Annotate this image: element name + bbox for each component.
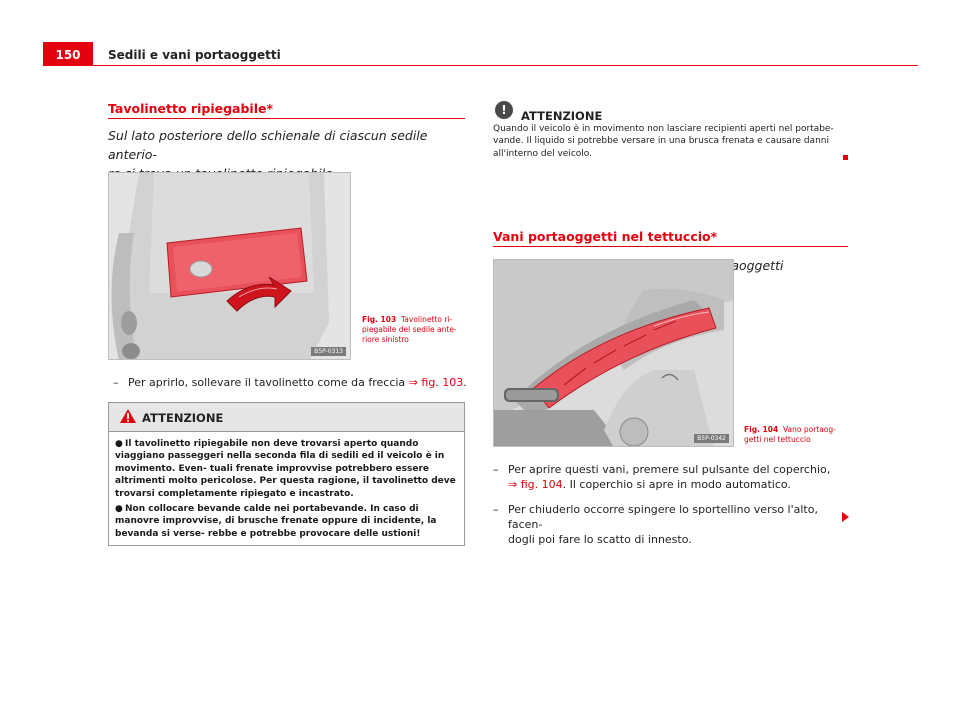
figure-roof-storage: B5P-0342 <box>493 259 734 447</box>
warning-box: ATTENZIONE ●Il tavolinetto ripiegabile n… <box>108 402 465 546</box>
attention-title: ATTENZIONE <box>521 109 603 123</box>
continue-arrow-icon <box>842 512 849 522</box>
section-rule-right <box>493 246 848 247</box>
end-square-icon <box>843 155 848 160</box>
step-open-table: – Per aprirlo, sollevare il tavolinetto … <box>113 376 467 389</box>
figure-link-103[interactable]: ⇒ fig. 103 <box>408 376 464 389</box>
attention-body: Quando il veicolo è in movimento non las… <box>493 124 834 159</box>
step-open-compartment: – Per aprire questi vani, premere sul pu… <box>493 463 831 491</box>
page-number: 150 <box>43 42 93 66</box>
section-rule-left <box>108 118 465 119</box>
figure-link-104[interactable]: ⇒ fig. 104 <box>508 478 563 491</box>
warning-header: ATTENZIONE <box>109 403 464 432</box>
figure-code: B5P-0313 <box>311 347 346 356</box>
section-title-folding-table: Tavolinetto ripiegabile* <box>108 101 273 116</box>
step-close-compartment: – Per chiuderlo occorre spingere lo spor… <box>493 503 818 546</box>
warning-item: ●Il tavolinetto ripiegabile non deve tro… <box>115 439 456 499</box>
section-title-roof-storage: Vani portaoggetti nel tettuccio* <box>493 229 718 244</box>
folding-table-illustration <box>109 173 350 359</box>
roof-storage-illustration <box>494 260 733 446</box>
warning-item: ●Non collocare bevande calde nei portabe… <box>115 504 437 539</box>
chapter-title: Sedili e vani portaoggetti <box>108 48 281 62</box>
figure-code: B5P-0342 <box>694 434 729 443</box>
warning-body: ●Il tavolinetto ripiegabile non deve tro… <box>109 432 464 548</box>
warning-triangle-icon <box>120 409 136 423</box>
exclamation-circle-icon: ! <box>495 101 513 119</box>
figure-caption-104: Fig. 104 Vano portaog- getti nel tettucc… <box>744 425 836 444</box>
figure-folding-table: B5P-0313 <box>108 172 351 360</box>
header-rule <box>43 65 918 66</box>
figure-caption-103: Fig. 103 Tavolinetto ri- piegabile del s… <box>362 315 457 344</box>
